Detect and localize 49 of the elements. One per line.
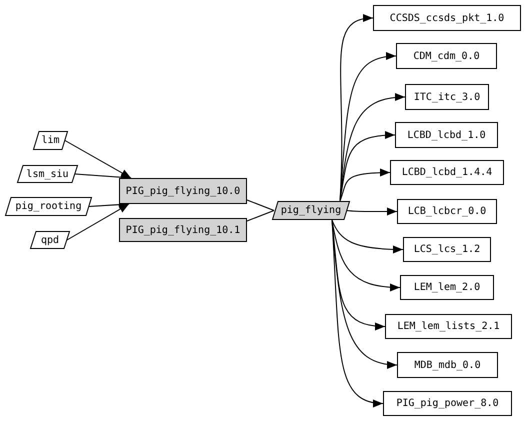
process-box <box>373 5 521 31</box>
process-box <box>403 237 491 262</box>
process-box <box>397 199 497 224</box>
node-label: LCB_lcbcr_0.0 <box>408 206 486 217</box>
node-label: LEM_lem_2.0 <box>414 282 480 293</box>
arrow <box>340 94 406 202</box>
process-box <box>390 160 504 185</box>
node-label: LCBD_lcbd_1.0 <box>407 130 486 140</box>
arrow <box>332 220 384 406</box>
node-label: lim <box>41 135 60 146</box>
arrow <box>332 220 386 330</box>
arrow <box>346 208 398 216</box>
process-box <box>396 43 497 69</box>
arrow <box>332 220 400 292</box>
node-label: LCS_lcs_1.2 <box>414 244 480 255</box>
process-box <box>405 84 489 110</box>
process-box <box>119 178 247 204</box>
parallelogram-node <box>17 165 78 183</box>
process-box <box>395 122 498 148</box>
parallelogram-node <box>272 201 350 220</box>
arrow <box>64 140 132 178</box>
process-box <box>400 275 494 300</box>
process-box <box>385 314 512 339</box>
node-label: MDB_mdb_0.0 <box>414 360 481 370</box>
node-label: ITC_itc_3.0 <box>414 92 480 102</box>
node-label: LEM_lem_lists_2.1 <box>397 321 500 332</box>
arrow <box>332 220 404 254</box>
node-label: LCBD_lcbd_1.4.4 <box>402 167 492 178</box>
parallelogram-node <box>5 197 92 216</box>
node-label: lsm_siu <box>26 168 69 180</box>
node-label: pig_flying <box>280 205 342 216</box>
process-box <box>397 352 498 378</box>
arrow <box>66 204 130 240</box>
node-label: PIG_pig_flying_10.0 <box>126 186 240 196</box>
arrow <box>340 168 390 202</box>
parallelogram-node <box>33 131 68 150</box>
node-label: PIG_pig_power_8.0 <box>396 398 499 409</box>
node-label: PIG_pig_flying_10.1 <box>126 224 240 236</box>
parallelogram-node <box>30 231 70 249</box>
process-box <box>383 391 512 416</box>
node-label: CCSDS_ccsds_pkt_1.0 <box>390 12 504 24</box>
arrow <box>340 52 396 202</box>
connector-line <box>246 210 274 222</box>
node-label: qpd <box>40 234 60 246</box>
arrow <box>340 131 396 202</box>
node-label: pig_rooting <box>15 201 82 212</box>
connector-line <box>246 200 274 211</box>
process-box <box>119 218 247 242</box>
node-label: CDM_cdm_0.0 <box>413 50 480 62</box>
